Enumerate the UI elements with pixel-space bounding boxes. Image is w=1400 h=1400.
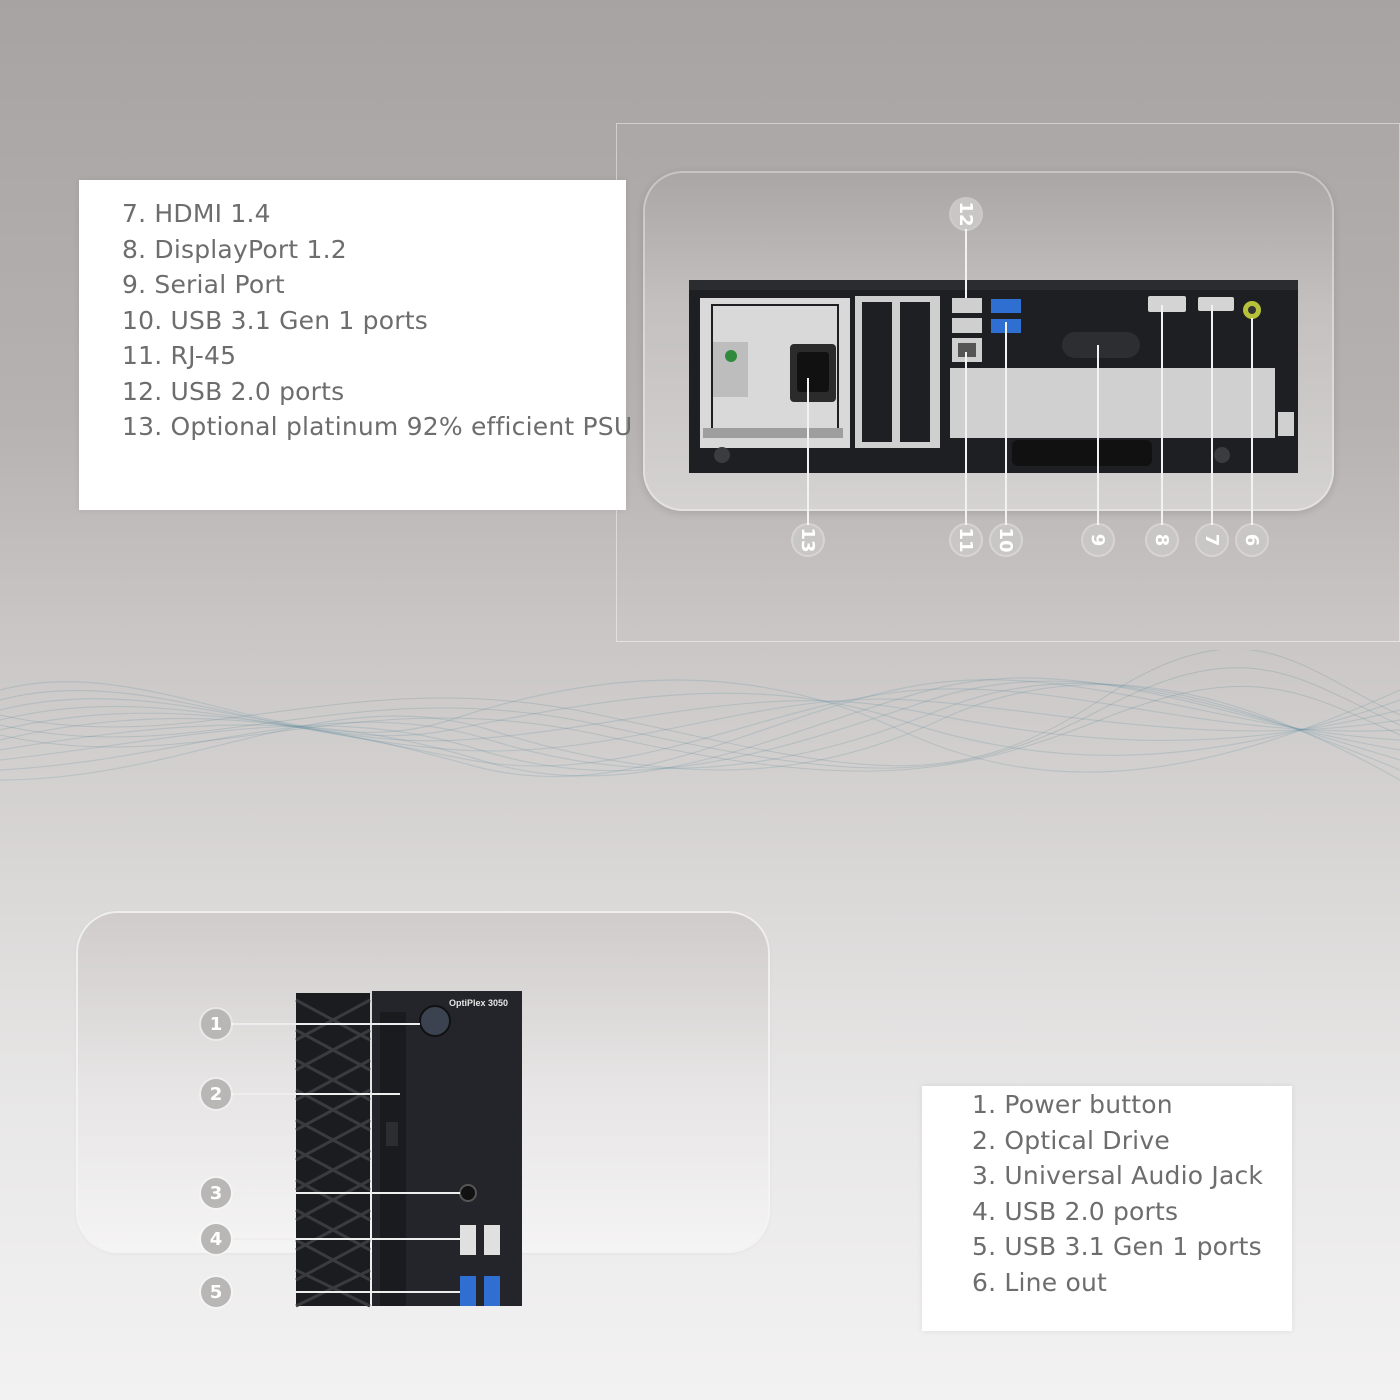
optical-drive-bay	[380, 1012, 406, 1306]
front-mesh-grille	[296, 993, 370, 1306]
model-label: OptiPlex 3050	[449, 998, 508, 1008]
decorative-wave-band	[0, 650, 1400, 781]
front-badge-1: 1	[201, 1009, 231, 1039]
front-badge-4: 4	[201, 1224, 231, 1254]
legend-item: 7. HDMI 1.4	[122, 199, 271, 228]
hdmi-port-icon	[1198, 297, 1234, 311]
legend-item: 5. USB 3.1 Gen 1 ports	[972, 1232, 1262, 1261]
serial-port-cover-icon	[1062, 332, 1140, 358]
legend-item: 3. Universal Audio Jack	[972, 1161, 1264, 1190]
rear-ports-list: 7. HDMI 1.4 8. DisplayPort 1.2 9. Serial…	[122, 196, 632, 445]
rear-chassis	[689, 280, 1298, 473]
legend-item: 1. Power button	[972, 1090, 1173, 1119]
front-leader-lines	[231, 1023, 460, 1293]
audio-jack-icon	[459, 1184, 477, 1202]
usb2-port-icon	[952, 298, 982, 313]
psu-indicator-led	[725, 350, 737, 362]
front-ports-legend: 1. Power button 2. Optical Drive 3. Univ…	[922, 1086, 1292, 1331]
front-chassis: OptiPlex 3050	[295, 991, 522, 1308]
rear-leader-lines	[807, 228, 1253, 525]
front-badge-5: 5	[201, 1277, 231, 1307]
legend-item: 11. RJ-45	[122, 341, 237, 370]
legend-item: 8. DisplayPort 1.2	[122, 234, 347, 264]
rear-vent-grid	[950, 368, 1275, 438]
lock-slot-icon	[1278, 412, 1294, 436]
front-badge-2: 2	[201, 1079, 231, 1109]
legend-item: 4. USB 2.0 ports	[972, 1196, 1179, 1226]
usb2-port-icon	[460, 1225, 476, 1255]
thumbscrew-icon	[1214, 447, 1230, 463]
front-badge-3: 3	[201, 1178, 231, 1208]
thumbscrew-icon	[714, 447, 730, 463]
legend-item: 9. Serial Port	[122, 270, 285, 299]
legend-item: 6. Line out	[972, 1267, 1107, 1297]
legend-item: 12. USB 2.0 ports	[122, 376, 345, 406]
displayport-icon	[1148, 296, 1186, 312]
usb3-port-icon	[460, 1276, 476, 1306]
usb3-port-icon	[484, 1276, 500, 1306]
legend-item: 10. USB 3.1 Gen 1 ports	[122, 305, 428, 335]
legend-item: 2. Optical Drive	[972, 1125, 1170, 1155]
power-button-icon	[419, 1005, 451, 1037]
usb3-port-icon	[991, 299, 1021, 313]
usb2-port-icon	[952, 318, 982, 333]
front-ports-list: 1. Power button 2. Optical Drive 3. Univ…	[972, 1087, 1263, 1300]
rear-ports-legend: 7. HDMI 1.4 8. DisplayPort 1.2 9. Serial…	[79, 180, 632, 510]
legend-item: 13. Optional platinum 92% efficient PSU	[122, 412, 633, 441]
handle-icon	[1012, 440, 1152, 466]
usb2-port-icon	[484, 1225, 500, 1255]
